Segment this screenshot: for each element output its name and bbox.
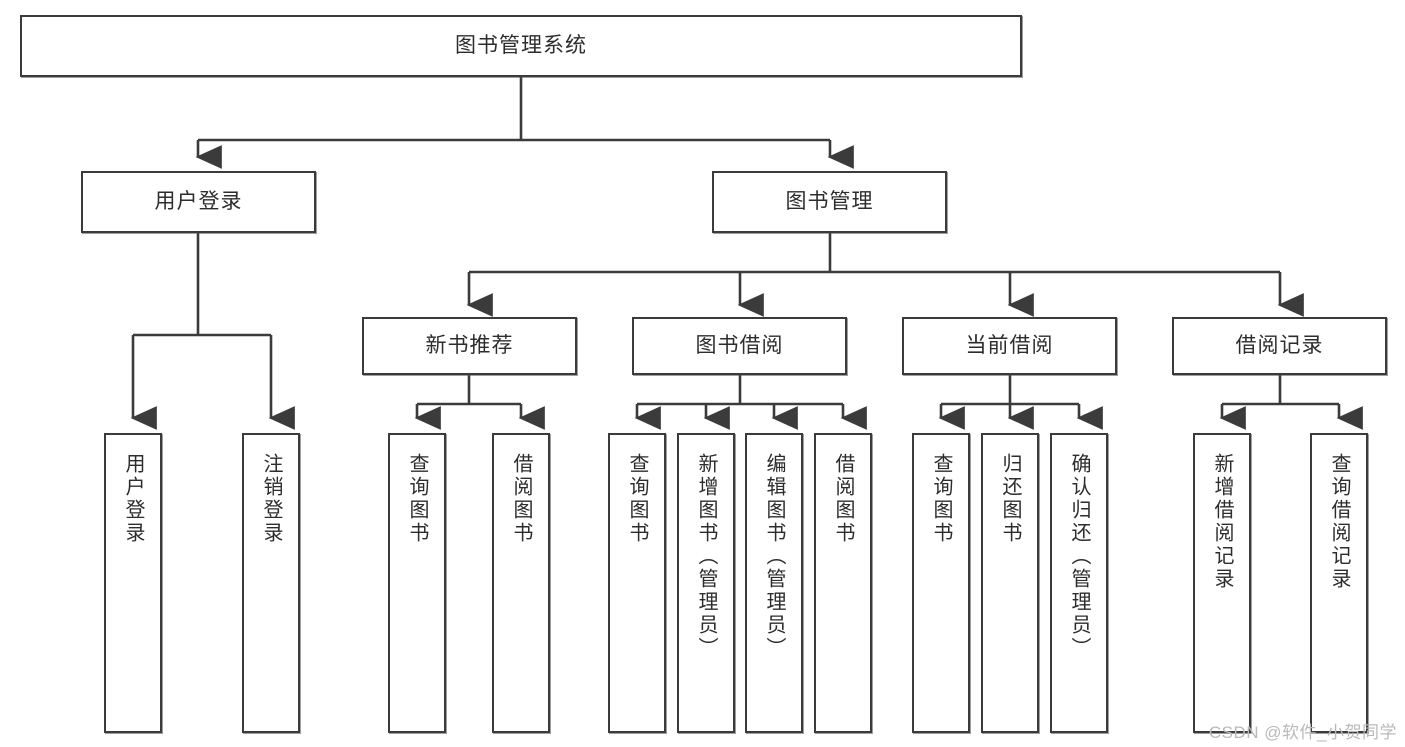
leaf-query-book-new-rec[interactable]: 查询图书 [388, 433, 446, 733]
node-label: 图书管理系统 [455, 33, 587, 57]
node-label: 查询图书 [930, 453, 952, 545]
node-label: 当前借阅 [965, 333, 1054, 357]
leaf-borrow-book-borrow[interactable]: 借阅图书 [814, 433, 872, 733]
node-book-manage[interactable]: 图书管理 [712, 171, 947, 233]
leaf-confirm-return-admin[interactable]: 确认归还（管理员） [1050, 433, 1108, 733]
leaf-query-borrow-record[interactable]: 查询借阅记录 [1310, 433, 1368, 733]
node-label: 查询借阅记录 [1328, 453, 1350, 591]
node-book-borrow[interactable]: 图书借阅 [632, 317, 847, 375]
node-label: 归还图书 [999, 453, 1021, 545]
leaf-query-book-current[interactable]: 查询图书 [912, 433, 970, 733]
leaf-add-borrow-record[interactable]: 新增借阅记录 [1193, 433, 1251, 733]
leaf-borrow-book-new-rec[interactable]: 借阅图书 [492, 433, 550, 733]
node-new-book-recommend[interactable]: 新书推荐 [362, 317, 577, 375]
node-label: 图书借阅 [695, 333, 784, 357]
node-root-system[interactable]: 图书管理系统 [20, 15, 1022, 77]
leaf-edit-book-admin[interactable]: 编辑图书（管理员） [745, 433, 803, 733]
node-label: 确认归还（管理员） [1068, 453, 1090, 660]
node-label: 用户登录 [154, 189, 243, 213]
node-label: 编辑图书（管理员） [763, 453, 785, 660]
node-current-borrow[interactable]: 当前借阅 [902, 317, 1117, 375]
leaf-user-login[interactable]: 用户登录 [104, 433, 162, 733]
node-label: 新增图书（管理员） [695, 453, 717, 660]
node-borrow-record[interactable]: 借阅记录 [1172, 317, 1387, 375]
node-label: 新书推荐 [425, 333, 514, 357]
leaf-add-book-admin[interactable]: 新增图书（管理员） [677, 433, 735, 733]
node-label: 用户登录 [122, 453, 144, 545]
node-label: 注销登录 [260, 453, 282, 545]
leaf-return-book[interactable]: 归还图书 [981, 433, 1039, 733]
node-label: 查询图书 [626, 453, 648, 545]
node-label: 借阅图书 [510, 453, 532, 545]
leaf-logout-login[interactable]: 注销登录 [242, 433, 300, 733]
node-user-login[interactable]: 用户登录 [81, 171, 316, 233]
node-label: 借阅图书 [832, 453, 854, 545]
node-label: 查询图书 [406, 453, 428, 545]
leaf-query-book-borrow[interactable]: 查询图书 [608, 433, 666, 733]
node-label: 借阅记录 [1235, 333, 1324, 357]
node-label: 新增借阅记录 [1211, 453, 1233, 591]
node-label: 图书管理 [785, 189, 874, 213]
